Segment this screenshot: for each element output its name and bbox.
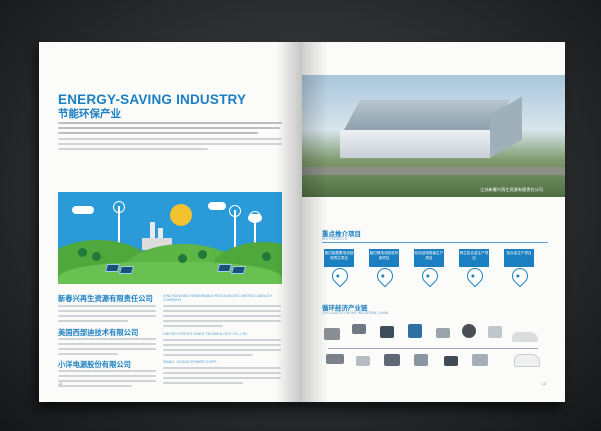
material-image <box>436 328 450 338</box>
solar-panel-icon <box>230 266 247 274</box>
page-number: 12 <box>58 381 63 386</box>
tree-icon <box>198 250 207 259</box>
tree-icon <box>262 252 271 261</box>
building-front <box>340 130 490 158</box>
cloud-icon <box>72 206 94 214</box>
tree-icon <box>92 252 101 261</box>
battery-scrap-image <box>324 328 340 340</box>
title-en: ENERGY-SAVING INDUSTRY <box>58 92 247 107</box>
gutter-shadow <box>276 42 302 402</box>
company-title: 美国西部迪技术有限公司 <box>58 328 139 337</box>
product-image <box>462 324 476 338</box>
solar-panel-icon <box>118 266 135 274</box>
chain-arrow <box>328 348 538 349</box>
company-title-en: UNITED STATES WINDI TECHNOLOGY CO.,LTD. <box>163 332 249 336</box>
car-icon <box>512 332 538 342</box>
product-image <box>488 326 502 338</box>
chimney-icon <box>150 222 155 248</box>
project-box: 废旧锂电池回收利用项目 <box>369 249 399 267</box>
material-image <box>384 354 400 366</box>
road <box>302 167 565 175</box>
company-title-en: XINCHUNXING RENEWABLE RESOURCES LIMITED … <box>163 294 273 303</box>
material-image <box>356 356 370 366</box>
cloud-icon <box>208 202 226 210</box>
tree-icon <box>178 254 187 263</box>
section-title: 循环经济产业链 <box>322 304 368 312</box>
product-image <box>472 354 488 366</box>
location-pin-icon <box>418 264 442 288</box>
section-subtitle: KEY PROJECTS <box>322 237 348 241</box>
company-title: 新春兴再生资源有限责任公司 <box>58 294 153 303</box>
sun-icon <box>170 204 192 226</box>
location-pin-icon <box>373 264 397 288</box>
tree-icon <box>78 248 87 257</box>
flow-connector <box>322 242 548 255</box>
project-box: 铅合金生产项目 <box>504 249 534 267</box>
factory-photo: 江苏新春兴再生资源有限责任公司 <box>302 75 565 197</box>
car-icon <box>514 354 540 367</box>
project-box: 再生铅合金生产项目 <box>459 249 489 267</box>
building-roof <box>344 100 510 130</box>
project-box: 废旧铅酸蓄电池回收再生项目 <box>324 249 354 267</box>
right-page: 江苏新春兴再生资源有限责任公司 重点推介项目 KEY PROJECTS 废旧铅酸… <box>302 42 565 402</box>
material-image <box>352 324 366 334</box>
photo-caption: 江苏新春兴再生资源有限责任公司 <box>480 187 543 192</box>
location-pin-icon <box>463 264 487 288</box>
company-title-en: SMALL OCEAN POWER CORP <box>163 360 217 364</box>
industrial-chain-diagram <box>322 324 550 382</box>
material-image <box>414 354 428 366</box>
page-number: 13 <box>541 381 546 386</box>
section-title: 重点推介项目 <box>322 230 361 238</box>
section-subtitle: CIRCULAR ECONOMY INDUSTRIAL CHAIN <box>322 311 389 315</box>
solar-panel-icon <box>104 264 121 272</box>
solar-panel-icon <box>216 264 233 272</box>
material-image <box>444 356 458 366</box>
project-box: 铅电池电极板生产项目 <box>414 249 444 267</box>
title-cn: 节能环保产业 <box>58 108 121 120</box>
gutter-shadow <box>302 42 328 402</box>
location-pin-icon <box>508 264 532 288</box>
material-image <box>326 354 344 364</box>
hill <box>58 262 282 284</box>
green-energy-illustration <box>58 192 282 284</box>
process-image <box>408 324 422 338</box>
material-image <box>380 326 394 338</box>
company-title: 小洋电源股份有限公司 <box>58 360 131 369</box>
location-pin-icon <box>328 264 352 288</box>
left-page: ENERGY-SAVING INDUSTRY 节能环保产业 <box>39 42 302 402</box>
